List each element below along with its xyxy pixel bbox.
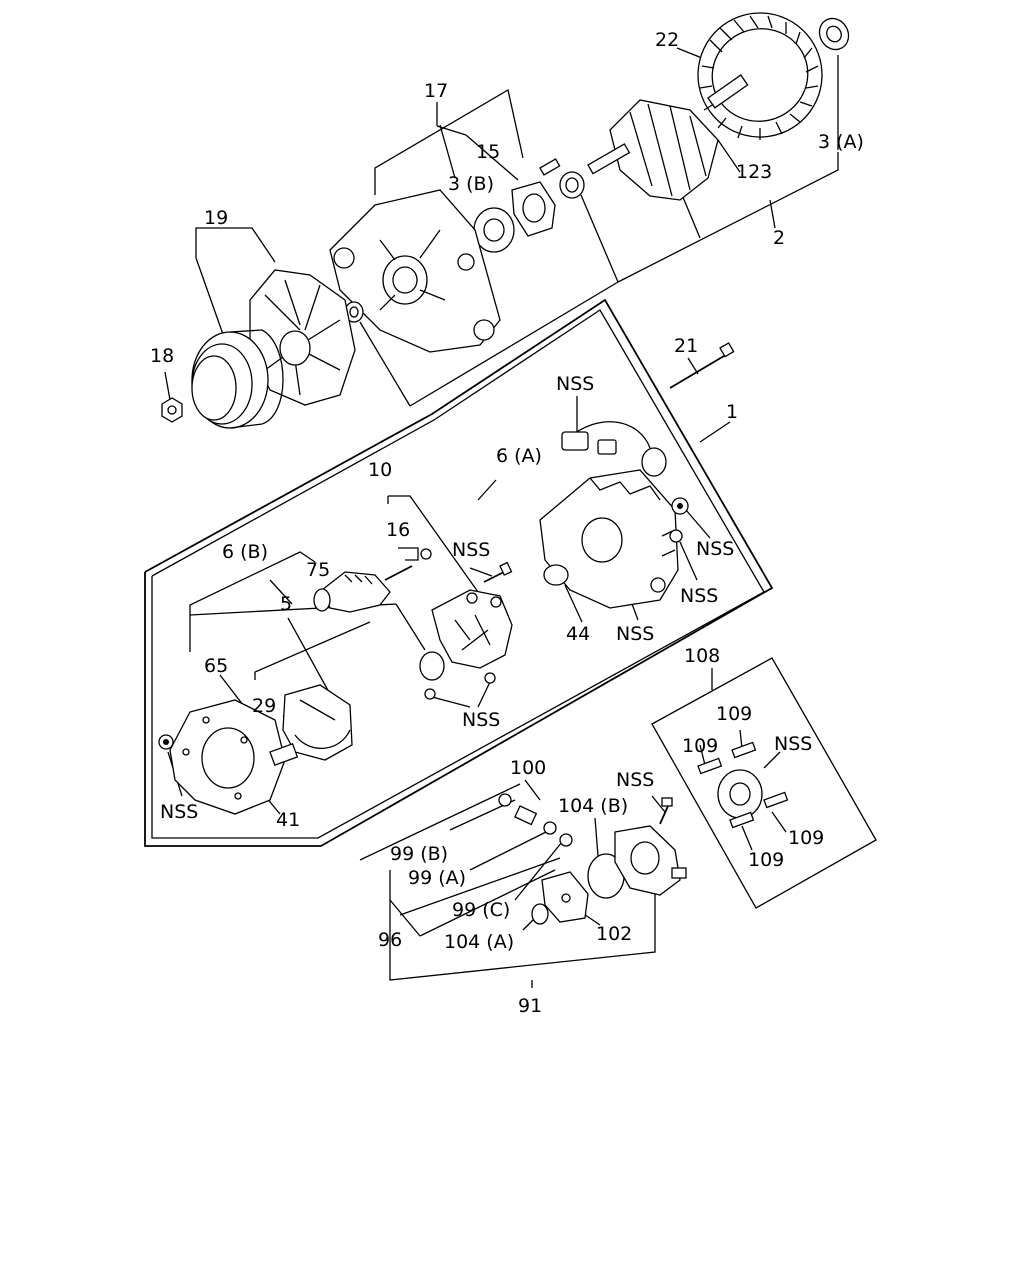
label-10: 10: [368, 459, 392, 481]
label-108: 108: [684, 645, 720, 667]
label-99c: 99 (C): [452, 899, 510, 921]
screw-16-icon: [384, 548, 432, 581]
label-22: 22: [655, 29, 679, 51]
bearing-small-icon: [559, 171, 585, 199]
seal-ring-icon: [344, 301, 364, 323]
pump-bolt-icon: [659, 797, 673, 825]
label-16: 16: [386, 519, 410, 541]
through-bolt-icon: [669, 342, 735, 389]
terminal-lead-icon: [561, 421, 667, 477]
bracket-lines: [144, 47, 877, 988]
label-18: 18: [150, 345, 174, 367]
label-104b: 104 (B): [558, 795, 628, 817]
cooling-fan-icon: [249, 269, 356, 406]
bearing-3a-icon: [818, 17, 850, 51]
label-96: 96: [378, 929, 402, 951]
rotor-icon: [587, 74, 749, 201]
label-nss-nut-right: NSS: [696, 538, 734, 560]
nut-right-icon: [669, 497, 689, 543]
label-29: 29: [252, 695, 276, 717]
label-3b: 3 (B): [448, 173, 494, 195]
label-102: 102: [596, 923, 632, 945]
label-nss-108: NSS: [774, 733, 812, 755]
bolt-icon: [483, 561, 513, 583]
vacuum-pump-rotor-icon: [697, 741, 789, 829]
label-109-d: 109: [748, 849, 784, 871]
label-1: 1: [726, 401, 738, 423]
pulley-icon: [191, 329, 284, 429]
label-123: 123: [736, 161, 772, 183]
label-21: 21: [674, 335, 698, 357]
label-nss-screws: NSS: [462, 709, 500, 731]
label-104a: 104 (A): [444, 931, 514, 953]
label-44: 44: [566, 623, 590, 645]
label-109-c: 109: [788, 827, 824, 849]
label-15: 15: [476, 141, 500, 163]
label-nss-pump: NSS: [616, 769, 654, 791]
label-19: 19: [204, 207, 228, 229]
bearing-3b-icon: [473, 207, 515, 253]
label-65: 65: [204, 655, 228, 677]
label-99a: 99 (A): [408, 867, 466, 889]
label-nss-frame: NSS: [616, 623, 654, 645]
label-17: 17: [424, 80, 448, 102]
pump-cover-plate-icon: [541, 871, 589, 923]
pump-housing-icon: [614, 825, 687, 896]
label-109-b: 109: [682, 735, 718, 757]
callout-labels: 22 17 15 3 (B) 3 (A) 123 2 19 18 21 1 NS…: [150, 29, 864, 1017]
screws-icon: [424, 672, 496, 700]
label-5: 5: [280, 593, 292, 615]
o-ring-104a-icon: [531, 903, 549, 925]
end-cover-icon: [169, 699, 299, 815]
valve-stack-icon: [498, 793, 573, 847]
brush-assembly-icon: [313, 571, 391, 613]
regulator-icon: [431, 589, 513, 669]
o-ring-icon: [419, 651, 445, 681]
stator-core-icon: [697, 12, 823, 140]
label-75: 75: [306, 559, 330, 581]
rear-housing-icon: [539, 469, 679, 609]
label-nss-left: NSS: [160, 801, 198, 823]
label-109-a: 109: [716, 703, 752, 725]
bearing-retainer-icon: [511, 158, 561, 237]
label-91: 91: [518, 995, 542, 1017]
label-nss-top: NSS: [556, 373, 594, 395]
label-99b: 99 (B): [390, 843, 448, 865]
label-41: 41: [276, 809, 300, 831]
label-3a: 3 (A): [818, 131, 864, 153]
rectifier-icon: [282, 684, 353, 761]
label-6a: 6 (A): [496, 445, 542, 467]
label-2: 2: [773, 227, 785, 249]
nut-left-icon: [158, 734, 174, 750]
label-nss-nut-right-2: NSS: [680, 585, 718, 607]
label-6b: 6 (B): [222, 541, 268, 563]
label-100: 100: [510, 757, 546, 779]
label-nss-bolt: NSS: [452, 539, 490, 561]
nut-18-icon: [161, 397, 183, 423]
drive-end-housing-icon: [329, 189, 501, 353]
